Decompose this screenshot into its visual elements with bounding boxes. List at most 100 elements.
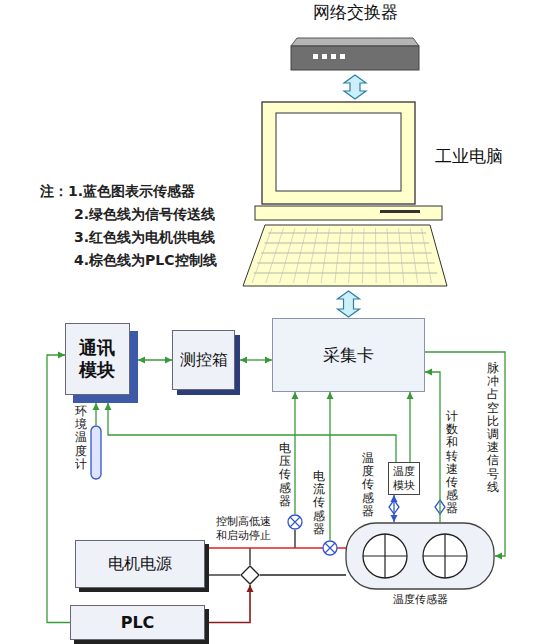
arrow-head <box>247 585 254 592</box>
connector-line <box>209 585 250 623</box>
key-column <box>252 228 272 283</box>
connector-line <box>47 355 70 623</box>
node-label: 控制高低速和启动停止 <box>214 515 272 543</box>
diamond-shape <box>241 566 259 584</box>
diamond-outline <box>240 565 260 585</box>
arrow-head <box>165 357 172 364</box>
sensor-outline <box>287 514 303 530</box>
key-column <box>362 228 364 283</box>
key-column <box>307 228 318 283</box>
arrow-head <box>292 392 299 399</box>
current-sensor: 电流传感器 <box>322 540 338 556</box>
sensor-cross <box>290 517 300 527</box>
monitor-screen <box>276 113 401 191</box>
switch-led <box>322 54 327 59</box>
arrow-head <box>93 403 100 410</box>
connector-line <box>260 574 346 575</box>
node-label: 工业电脑 <box>435 146 503 166</box>
motor-housing: 温度传感器 <box>345 522 495 590</box>
key-column <box>375 228 377 283</box>
arrow-head <box>138 357 145 364</box>
thermometer-sensor: 环境温度计 <box>90 425 102 480</box>
connector <box>240 357 272 364</box>
key-column <box>422 228 432 283</box>
node-label: 温度传感器 <box>345 593 495 606</box>
node-label: 采集卡 <box>323 345 374 365</box>
key-row <box>257 263 434 264</box>
arrow-head <box>58 352 65 359</box>
node-label: 通讯模块 <box>79 337 116 380</box>
industrial-computer: 工业电脑 <box>240 100 510 290</box>
switch-top <box>291 38 419 46</box>
connector <box>209 585 254 623</box>
sensor-circle <box>323 541 337 555</box>
key-row <box>254 273 438 274</box>
thermometer-body <box>91 426 101 479</box>
node-label: 温度模块 <box>393 465 416 491</box>
arrow-head <box>425 369 432 376</box>
motor-rotor <box>363 534 407 578</box>
node-label: 环境温度计 <box>75 405 87 471</box>
arrow-head <box>495 553 502 560</box>
arrow-head <box>240 357 247 364</box>
temperature-module-box: 温度模块 <box>388 462 420 495</box>
rotor-cross <box>363 534 407 578</box>
connector <box>391 495 398 522</box>
node-label: 电机电源 <box>108 554 172 573</box>
node-label: PLC <box>121 613 155 632</box>
key-row <box>261 253 432 254</box>
arrow-head <box>391 515 398 522</box>
note-text: 4.棕色线为PLC控制线 <box>74 252 217 270</box>
connector <box>407 392 414 462</box>
arrow-head <box>391 495 398 502</box>
network-switch: 网络交换器 <box>285 2 425 74</box>
key-column <box>399 228 404 283</box>
acquisition-card-box: 采集卡 <box>272 318 425 392</box>
switch-led <box>340 54 345 59</box>
switch-front <box>291 46 419 70</box>
voltage-sensor: 电压传感器 <box>287 514 303 530</box>
switch-led <box>313 54 318 59</box>
connector <box>327 392 334 540</box>
key-column <box>410 228 418 283</box>
motor-power-box: 电机电源 <box>75 540 205 588</box>
note-text: 3.红色线为电机供电线 <box>74 229 215 247</box>
sensor-circle <box>288 515 302 529</box>
switch-led <box>331 54 336 59</box>
key-row <box>265 243 430 244</box>
node-label: 测控箱 <box>180 350 228 369</box>
node-label: 电压传感器 <box>279 442 291 508</box>
arrow-head <box>327 392 334 399</box>
connector-line <box>294 392 295 514</box>
connector-line <box>425 372 440 522</box>
key-row <box>268 233 426 234</box>
plc-box: PLC <box>70 605 205 640</box>
thermometer-outline <box>90 425 102 480</box>
computer-icon <box>240 100 510 290</box>
connector <box>260 575 346 576</box>
key-column <box>387 228 390 283</box>
motor-rotor <box>423 534 467 578</box>
connector <box>138 357 172 364</box>
key-column <box>266 228 284 283</box>
note-text: 2.绿色线为信号传送线 <box>74 206 215 224</box>
connector <box>344 75 366 99</box>
key-column <box>335 228 341 283</box>
arrow-head <box>265 357 272 364</box>
edge-label: 脉冲占空比调速信号线 <box>487 362 499 494</box>
edge-label: 温度传感器 <box>362 452 374 518</box>
note-text: 注：1.蓝色图表示传感器 <box>40 183 195 201</box>
connector <box>105 403 397 462</box>
keyboard <box>243 225 447 286</box>
connector <box>292 392 299 514</box>
key-column <box>349 228 353 283</box>
key-column <box>321 228 330 283</box>
arrow-head <box>407 392 414 399</box>
motor-outline <box>345 522 495 590</box>
control-diamond: 控制高低速和启动停止 <box>240 565 260 585</box>
monitor-frame <box>262 102 415 204</box>
rotor-cross <box>423 534 467 578</box>
connector <box>425 369 440 523</box>
node-label: 电流传感器 <box>313 470 325 536</box>
